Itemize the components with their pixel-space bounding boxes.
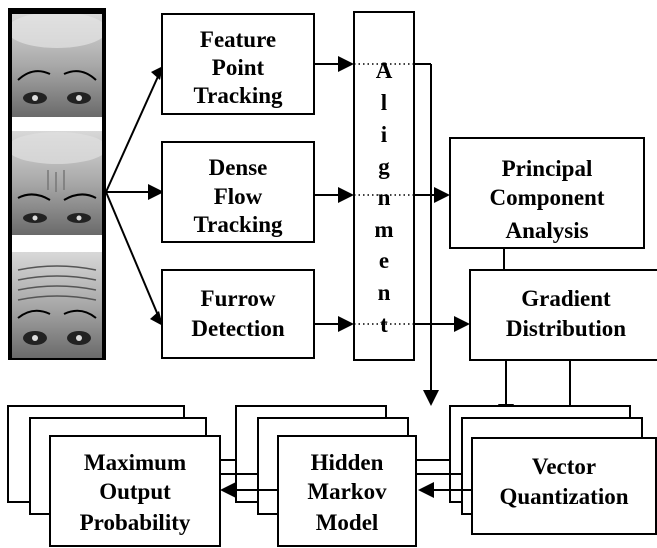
maximum-output-probability-stack: Maximum Output Probability [7, 405, 221, 547]
furrow-detection-box: Furrow Detection [161, 269, 315, 359]
vector-quantization-line-1: Vector [532, 454, 596, 479]
hmm-line-2: Markov [307, 479, 387, 504]
furrow-detection-line-2: Detection [191, 316, 284, 341]
hidden-markov-model-box [277, 435, 417, 547]
alignment-output-connectors [414, 63, 470, 406]
feature-point-tracking-line-1: Feature [200, 27, 276, 52]
face-image-brow-lowered [12, 131, 102, 235]
dense-flow-tracking-box: Dense Flow Tracking [161, 141, 315, 243]
vector-quantization-line-2: Quantization [499, 484, 628, 509]
face-image-neutral [12, 14, 102, 117]
alignment-letter-3: i [381, 122, 388, 147]
alignment-passthrough [354, 63, 414, 325]
feature-point-tracking-box: Feature Point Tracking [161, 13, 315, 115]
fan-out-connectors [105, 66, 164, 326]
alignment-letter-9: t [380, 312, 388, 337]
gradient-distribution-line-2: Distribution [506, 316, 626, 341]
hmm-line-3: Model [316, 510, 379, 535]
face-image-brow-raised [12, 252, 102, 358]
alignment-letter-4: g [378, 154, 390, 179]
alignment-letter-6: m [374, 217, 393, 242]
alignment-letter-2: l [381, 90, 387, 115]
gradient-distribution-line-1: Gradient [521, 286, 611, 311]
dense-flow-tracking-line-3: Tracking [193, 212, 283, 237]
principal-component-analysis-box: Principal Component Analysis [449, 137, 645, 249]
mop-line-2: Output [99, 479, 171, 504]
face-image-strip [8, 8, 106, 360]
hmm-line-1: Hidden [311, 450, 384, 475]
pca-line-1: Principal [502, 156, 593, 181]
dense-flow-tracking-line-2: Flow [214, 184, 263, 209]
pca-line-3: Analysis [505, 218, 588, 243]
vector-quantization-box [471, 437, 657, 535]
mop-line-3: Probability [80, 510, 191, 535]
alignment-box: A l i g n m e n t [353, 11, 415, 361]
maximum-output-probability-box [49, 435, 221, 547]
mop-line-1: Maximum [84, 450, 186, 475]
hidden-markov-model-stack: Hidden Markov Model [235, 405, 417, 547]
alignment-letter-7: e [379, 248, 389, 273]
furrow-detection-line-1: Furrow [201, 286, 276, 311]
feature-point-tracking-line-2: Point [212, 55, 265, 80]
vq-to-hmm-connectors [416, 459, 472, 498]
alignment-letter-5: n [378, 185, 391, 210]
vector-quantization-stack: Vector Quantization [449, 405, 657, 535]
gradient-distribution-box: Gradient Distribution [469, 269, 657, 361]
alignment-letter-8: n [378, 280, 391, 305]
feature-point-tracking-line-3: Tracking [193, 83, 283, 108]
hmm-to-mop-connectors [220, 459, 278, 498]
pca-line-2: Component [489, 185, 604, 210]
dense-flow-tracking-line-1: Dense [209, 155, 268, 180]
alignment-letter-1: A [376, 58, 393, 83]
to-alignment-arrows [314, 56, 354, 332]
